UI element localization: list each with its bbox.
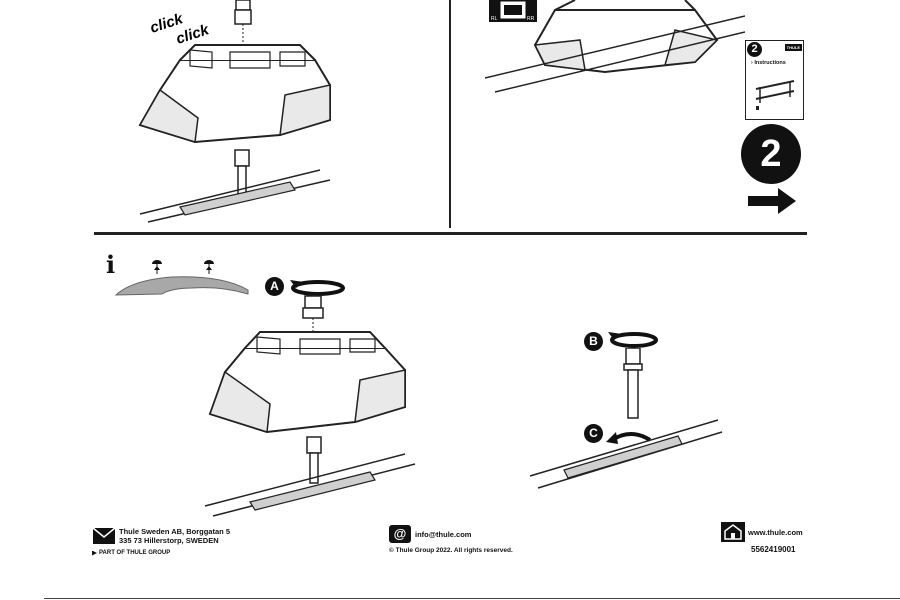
marker-a: A xyxy=(265,277,284,296)
stud-bolt-illustration xyxy=(623,348,643,419)
mount-point-left-icon xyxy=(152,260,162,264)
rotate-arrow-a-icon xyxy=(290,280,345,296)
roof-profile-illustration xyxy=(114,260,249,296)
group-note-text: PART OF THULE GROUP xyxy=(99,550,171,556)
home-icon xyxy=(721,522,745,542)
mini-bars-icon xyxy=(755,80,795,110)
group-note: PART OF THULE GROUP xyxy=(92,550,170,556)
next-step-circle: 2 xyxy=(741,124,801,184)
step-number-badge: 2 xyxy=(747,42,762,57)
corner-label-rr: RR xyxy=(527,16,535,22)
bolt-head-icon xyxy=(235,0,251,11)
corner-label-rl: RL xyxy=(491,16,498,22)
rotate-arrow-c-icon xyxy=(606,432,652,444)
document-number: 5562419001 xyxy=(751,545,796,554)
copyright-text: © Thule Group 2022. All rights reserved. xyxy=(389,547,513,554)
instructions-link[interactable]: › Instructions xyxy=(751,60,786,66)
arrow-right-icon[interactable] xyxy=(748,188,798,214)
rotate-arrow-b-icon xyxy=(608,332,658,348)
marker-c: C xyxy=(584,424,603,443)
triangle-icon xyxy=(92,550,97,556)
company-address-line-2: 335 73 Hillerstorp, SWEDEN xyxy=(119,536,219,545)
vertical-divider xyxy=(449,0,451,228)
car-roof-illustration: RL RR xyxy=(485,0,745,93)
email-link[interactable]: info@thule.com xyxy=(415,530,472,539)
info-icon: i xyxy=(106,250,116,279)
brand-tag: THULE xyxy=(784,44,802,51)
rail-slot-illustration xyxy=(529,419,723,489)
marker-b: B xyxy=(584,332,603,351)
page-reference-card: 2 THULE › Instructions xyxy=(745,40,804,120)
section-divider xyxy=(94,232,807,235)
email-at-icon: @ xyxy=(389,525,411,543)
website-link[interactable]: www.thule.com xyxy=(748,528,803,537)
page-bottom-rule xyxy=(44,598,900,599)
mail-icon xyxy=(92,527,116,544)
foot-click-illustration: click click xyxy=(138,0,331,223)
company-address-line-1: Thule Sweden AB, Borggatan 5 xyxy=(119,527,230,536)
foot-install-illustration xyxy=(204,295,416,517)
mount-point-right-icon xyxy=(204,260,214,264)
bolt-head-icon xyxy=(304,295,322,309)
